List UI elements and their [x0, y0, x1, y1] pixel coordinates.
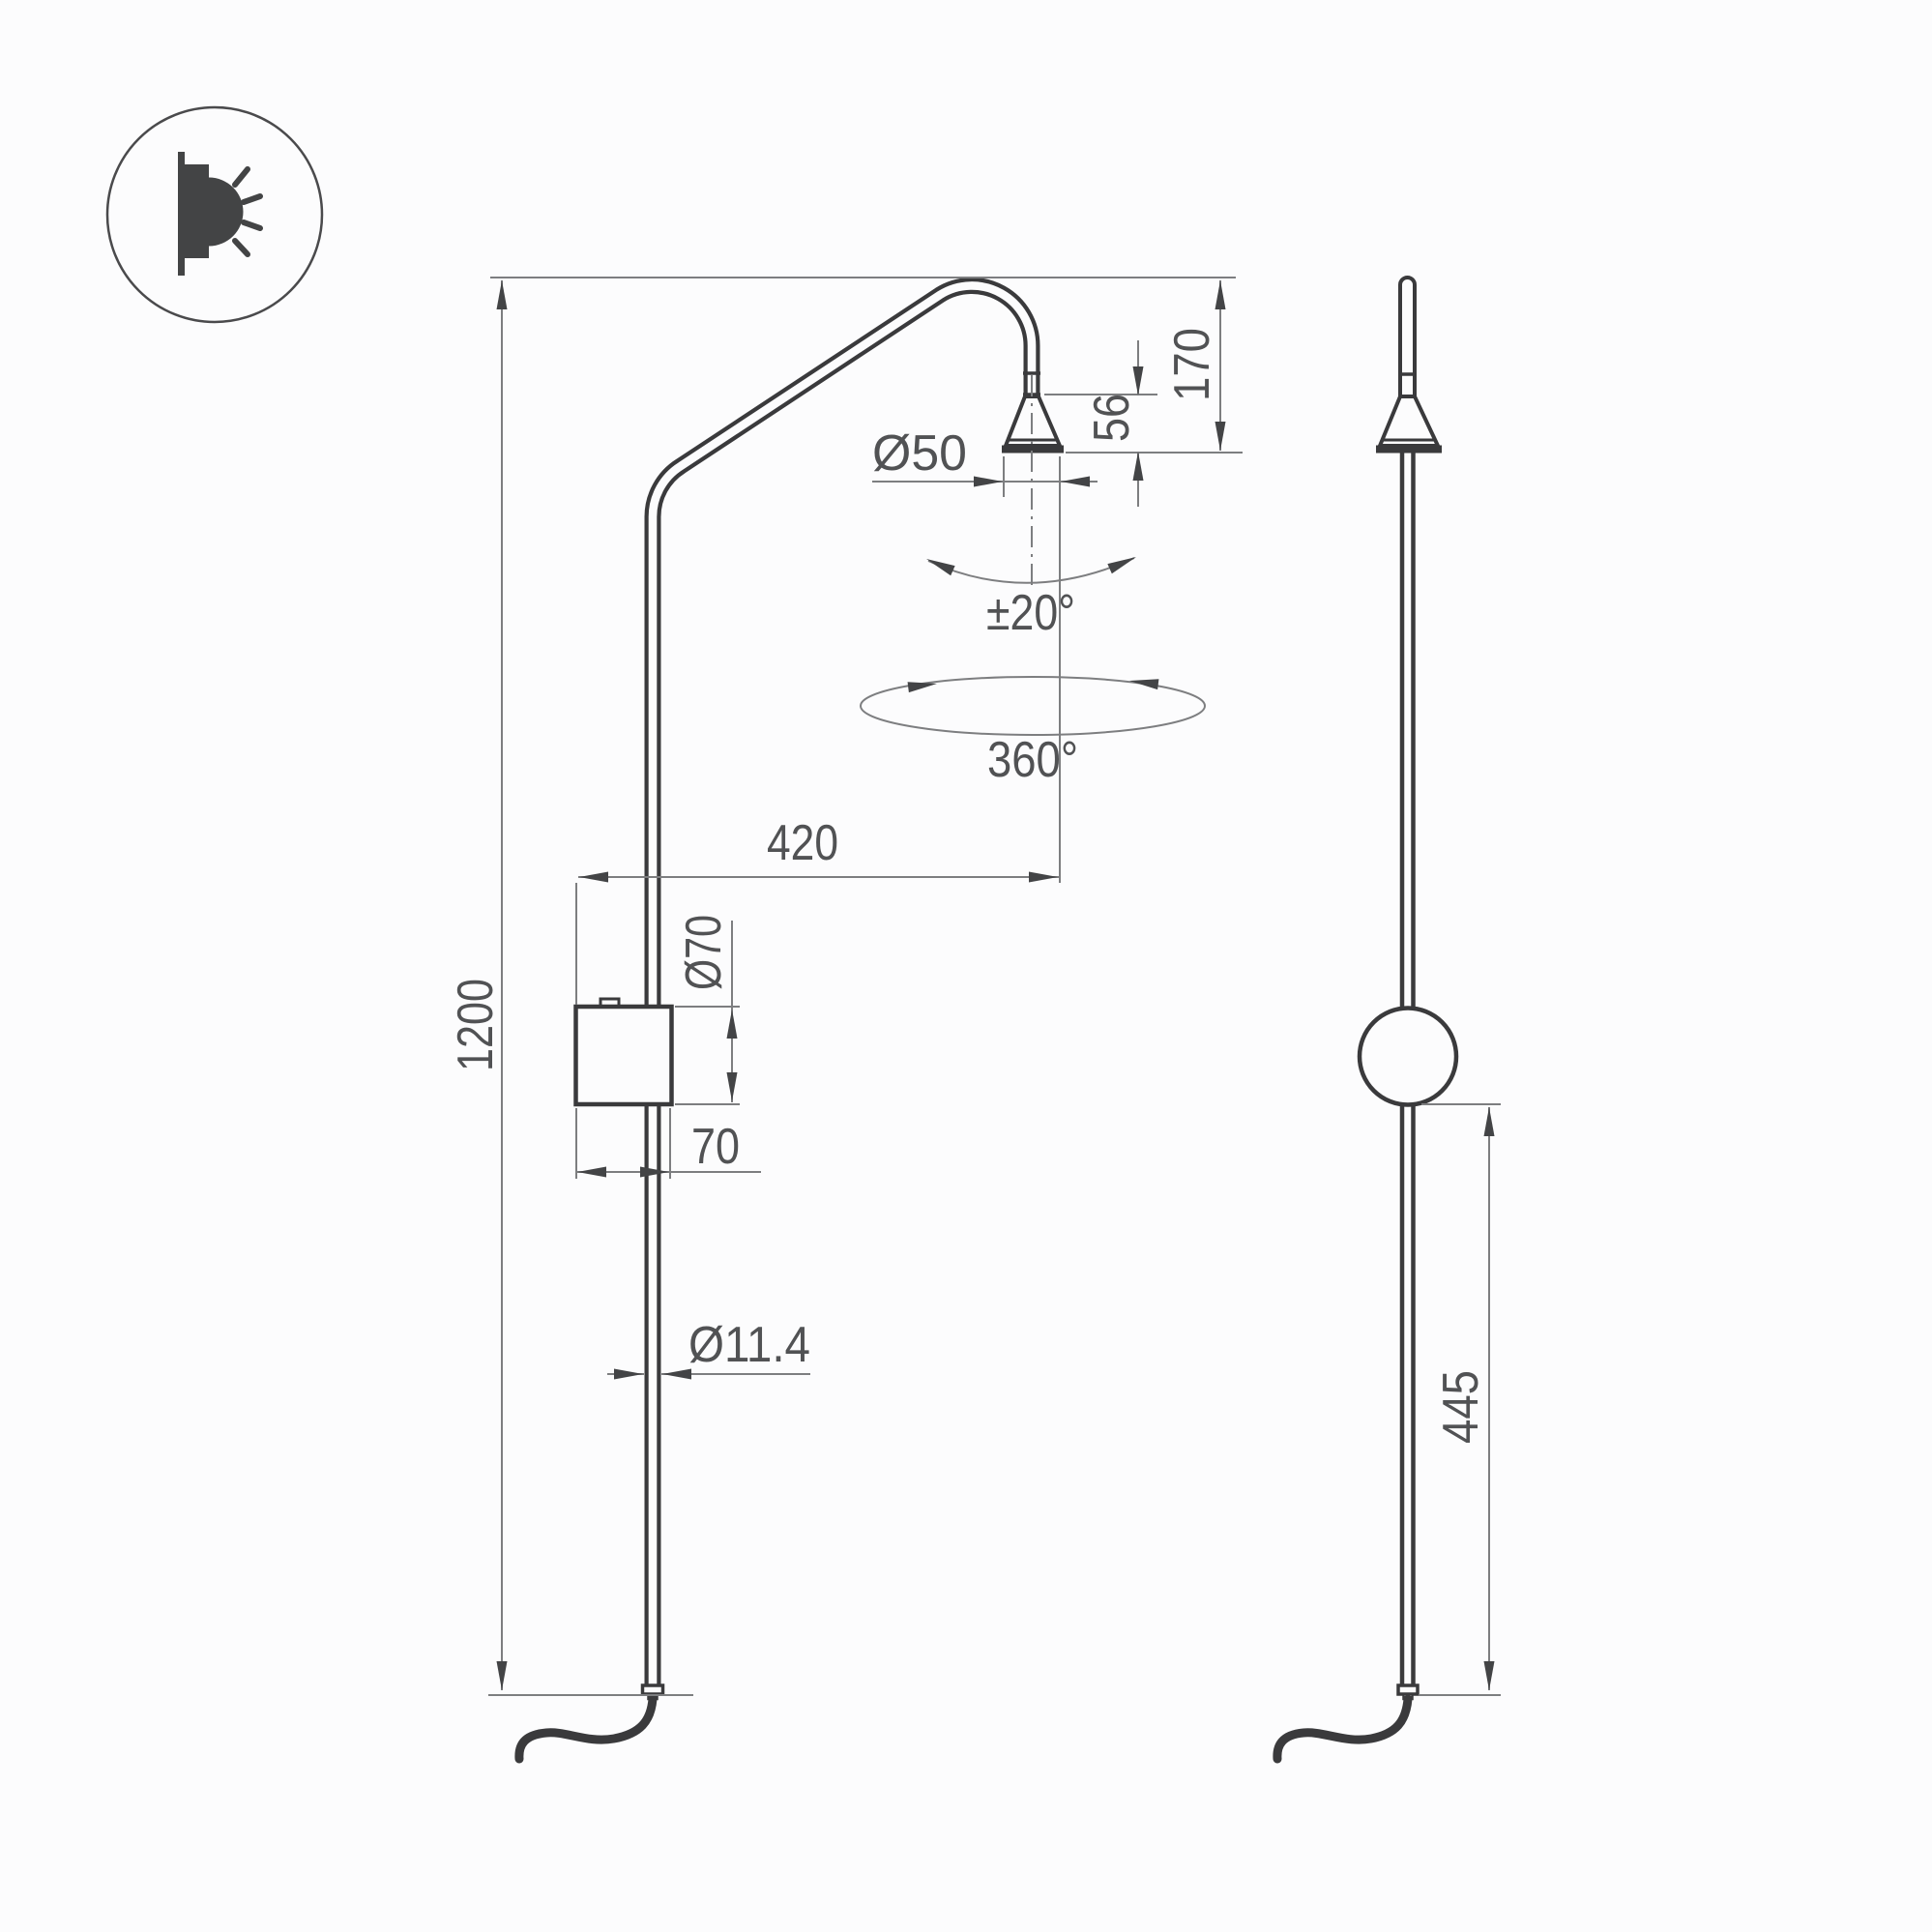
- rotation-ellipse: [860, 676, 1206, 736]
- logo-wall-light: [105, 105, 324, 324]
- dim-label-tilt-angle: ±20°: [986, 585, 1075, 641]
- front-arm-tube-inner: [648, 281, 1037, 1689]
- dim-label-arm-reach: 420: [767, 815, 838, 871]
- front-view: [514, 278, 1064, 1764]
- dim-label-head-diameter: Ø50: [872, 425, 967, 482]
- side-head-tube: [1398, 276, 1417, 374]
- driver-box: [573, 997, 674, 1107]
- dimension-lines: [501, 280, 1490, 1690]
- dim-label-head-cone-height: 56: [1084, 394, 1140, 442]
- dim-label-lower-section: 445: [1433, 1370, 1489, 1444]
- wall-lamp-glyph: [178, 152, 244, 276]
- side-power-cable: [1273, 1694, 1413, 1764]
- side-view: [1273, 276, 1459, 1764]
- side-cone: [1377, 395, 1442, 448]
- wall-line: [178, 152, 185, 276]
- extension-lines: [488, 277, 1501, 1696]
- lamp-body: [182, 164, 209, 258]
- dim-label-rotation: 360°: [987, 732, 1078, 788]
- driver-box-body: [573, 1004, 674, 1107]
- dim-label-driver-diameter: Ø70: [676, 915, 732, 990]
- dim-label-tube-diameter: Ø11.4: [688, 1317, 810, 1373]
- front-power-cable: [514, 1694, 658, 1764]
- dim-label-head-drop: 170: [1164, 328, 1220, 401]
- lamp-diffuser: [209, 177, 244, 247]
- side-pole: [1399, 453, 1416, 1685]
- dim-label-driver-width: 70: [691, 1119, 740, 1175]
- dimension-labels: 1200 420 Ø50 56 170 ±20° 360° Ø70 70 Ø11…: [448, 328, 1489, 1444]
- dim-label-total-height: 1200: [448, 979, 504, 1071]
- tilt-arc: [927, 557, 1135, 584]
- side-ball-joint: [1357, 1006, 1459, 1107]
- light-rays-icon: [232, 166, 263, 257]
